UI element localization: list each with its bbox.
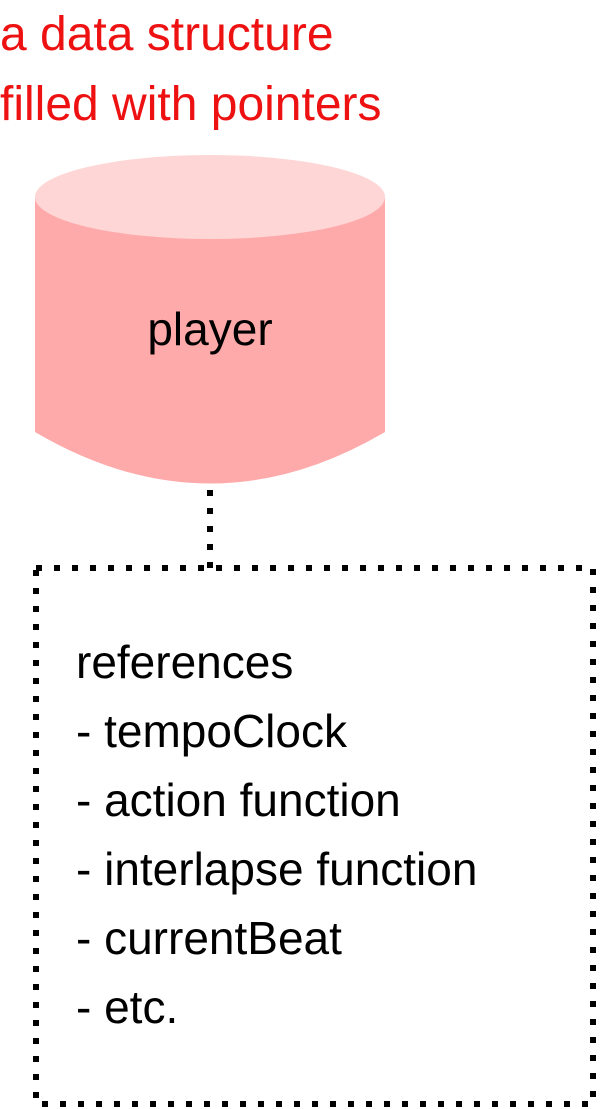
references-heading: references [76, 636, 294, 688]
caption-line-1: a data structure [0, 8, 334, 61]
player-database-cylinder: player [35, 155, 385, 484]
reference-item: - currentBeat [76, 912, 342, 964]
reference-item: - interlapse function [76, 843, 478, 895]
reference-item: - tempoClock [76, 705, 347, 757]
diagram-caption: a data structure filled with pointers [0, 0, 600, 140]
reference-item: - action function [76, 774, 401, 826]
reference-item: - etc. [76, 981, 179, 1033]
database-label: player [147, 303, 272, 355]
cylinder-body [35, 197, 385, 484]
references-list: references - tempoClock - action functio… [76, 628, 586, 1042]
references-box [33, 565, 596, 1107]
cylinder-top [35, 155, 385, 239]
caption-line-2: filled with pointers [0, 78, 382, 131]
